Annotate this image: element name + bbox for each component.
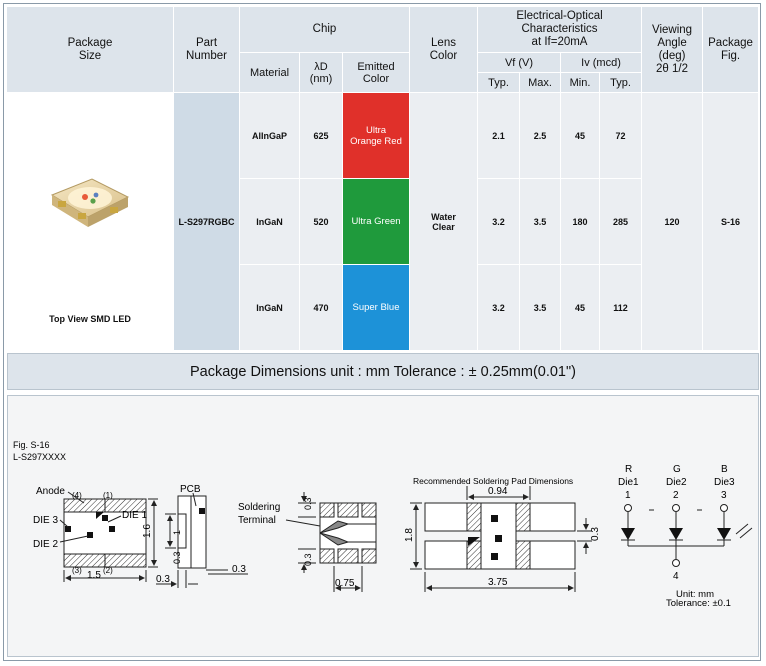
row3-wavelength: 470 [299,264,343,351]
row3-iv-typ: 112 [598,264,643,351]
row1-vf-typ: 2.1 [477,92,520,179]
dim-1-8: 1.8 [404,528,415,542]
row3-iv-min: 45 [560,264,600,351]
part-number-value: L-S297RGBC [173,92,240,351]
header-iv-min: Min. [560,72,600,93]
row2-wavelength: 520 [299,178,343,265]
dim-1: 1 [172,530,182,535]
header-vf-typ: Typ. [477,72,520,93]
dimension-drawing: Fig. S-16 L-S297XXXX Anode (4) (1) DIE 1… [13,440,753,609]
side-view-package [177,495,207,569]
part-label: L-S297XXXX [13,452,66,462]
circuit-die2-label: Die2 [666,477,687,488]
package-image-cell: Top View SMD LED [6,92,174,351]
header-vf-max: Max. [519,72,561,93]
header-chip: Chip [239,6,410,53]
pin4-label: (4) [72,491,82,500]
unit-label: Unit: mm [676,589,714,600]
dim-1-5: 1.5 [87,570,101,581]
row2-emitted-color: Ultra Green [342,178,410,265]
package-dimensions-bar: Package Dimensions unit : mm Tolerance :… [7,353,759,390]
dim-0-3-e: 0.3 [303,553,313,566]
terminal-label: Terminal [238,515,276,526]
fig-label: Fig. S-16 [13,440,50,450]
dim-0-3-b: 0.3 [172,551,182,564]
header-material: Material [239,52,300,93]
row2-material: InGaN [239,178,300,265]
package-fig-value: S-16 [702,92,760,351]
pin1-label: (1) [103,491,113,500]
dim-0-3-a: 0.3 [156,574,170,585]
viewing-angle-value: 120 [641,92,704,351]
recommended-pad-drawing [424,502,576,570]
dim-0-75: 0.75 [335,578,355,589]
row3-vf-max: 3.5 [519,264,561,351]
header-iv: Iv (mcd) [559,52,643,73]
dim-0-94: 0.94 [488,486,508,497]
dimension-drawing-area: Fig. S-16 L-S297XXXX Anode (4) (1) DIE 1… [7,395,759,657]
top-view-package [63,498,147,568]
circuit-pin2: 2 [673,490,679,501]
row3-vf-typ: 3.2 [477,264,520,351]
circuit-pin3: 3 [721,490,727,501]
front-view-package [319,502,377,564]
row3-material: InGaN [239,264,300,351]
pcb-label: PCB [180,484,201,495]
circuit-r-label: R [625,464,632,475]
row1-vf-max: 2.5 [519,92,561,179]
die1-label: DIE 1 [122,510,147,521]
circuit-die1-label: Die1 [618,477,639,488]
circuit-diagram: R G B Die1 Die2 Die3 1 2 3 4 Unit: mm To… [618,464,753,609]
header-wavelength: λD(nm) [299,52,343,93]
row2-vf-typ: 3.2 [477,178,520,265]
die3-label: DIE 3 [33,515,58,526]
circuit-pin4: 4 [673,571,679,582]
dim-0-3-c: 0.3 [232,564,246,575]
pad-title: Recommended Soldering Pad Dimensions [413,476,573,486]
row1-iv-typ: 72 [598,92,643,179]
row2-iv-min: 180 [560,178,600,265]
package-label: Top View SMD LED [49,314,131,324]
dim-3-75: 3.75 [488,577,508,588]
soldering-label: Soldering [238,502,280,513]
dim-0-3-f: 0.3 [590,527,601,541]
row1-iv-min: 45 [560,92,600,179]
anode-label: Anode [36,486,65,497]
led-package-icon [50,177,130,227]
circuit-b-label: B [721,464,728,475]
pin3-label: (3) [72,566,82,575]
header-vf: Vf (V) [477,52,561,73]
pin2-label: (2) [103,566,113,575]
circuit-pin1: 1 [625,490,631,501]
dim-1-6: 1.6 [142,524,153,538]
die2-label: DIE 2 [33,539,58,550]
dim-0-3-d: 0.3 [303,497,313,510]
circuit-g-label: G [673,464,681,475]
row2-vf-max: 3.5 [519,178,561,265]
tolerance-label: Tolerance: ±0.1 [666,598,731,609]
row2-iv-typ: 285 [598,178,643,265]
row3-emitted-color: Super Blue [342,264,410,351]
row1-material: AlInGaP [239,92,300,179]
row1-wavelength: 625 [299,92,343,179]
circuit-die3-label: Die3 [714,477,735,488]
header-iv-typ: Typ. [598,72,643,93]
